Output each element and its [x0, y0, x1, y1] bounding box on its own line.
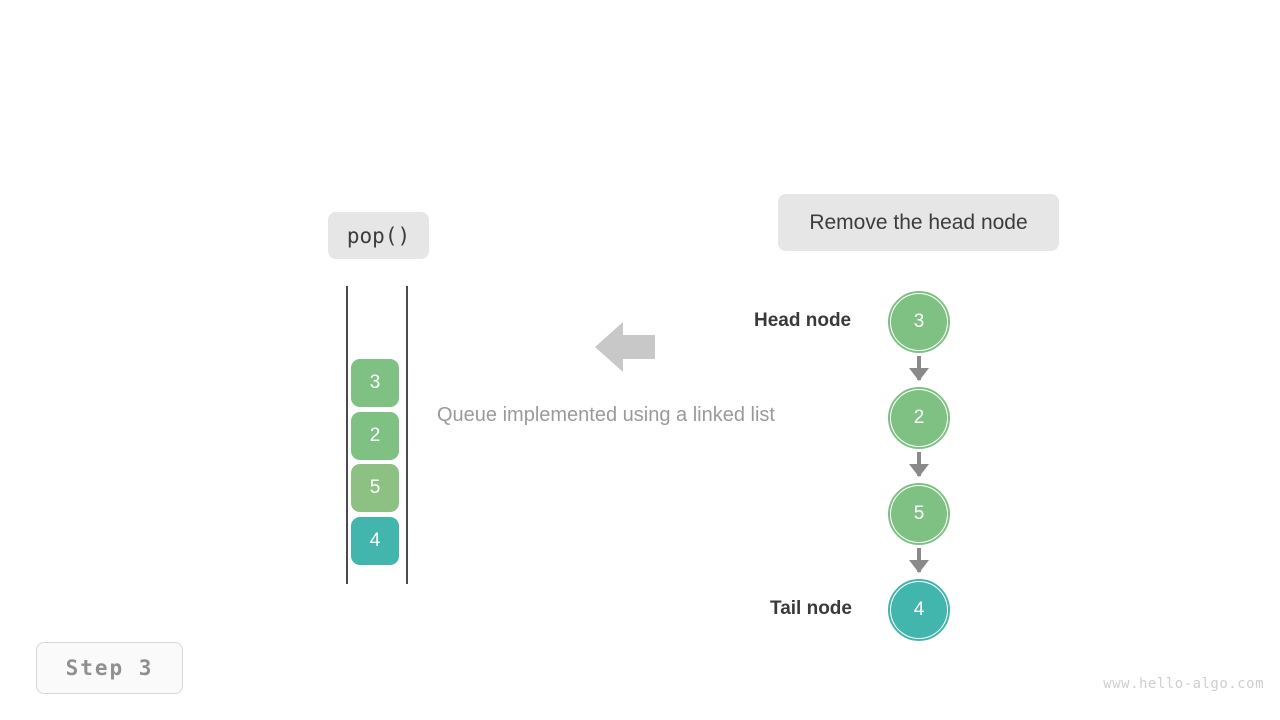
arrow-left-icon: [595, 320, 655, 374]
queue-cell: 3: [351, 359, 399, 407]
linked-list-node-ring: [888, 387, 950, 449]
arrow-down-icon: [909, 464, 929, 477]
linked-list-node-ring: [888, 483, 950, 545]
linked-list-node-value: 4: [913, 599, 925, 620]
head-node-label: Head node: [754, 310, 852, 331]
linked-list-node: 2: [891, 390, 947, 446]
linked-list-node-value: 2: [913, 407, 925, 428]
queue-cell: 5: [351, 464, 399, 512]
linked-list-node: 5: [891, 486, 947, 542]
queue-cell-value: 5: [369, 477, 381, 498]
linked-list-node-value: 5: [913, 503, 925, 524]
operation-pill: pop(): [328, 212, 429, 259]
tail-node-label: Tail node: [770, 598, 852, 619]
queue-cell-value: 2: [369, 425, 381, 446]
watermark: www.hello-algo.com: [1103, 676, 1264, 692]
arrow-down-icon: [909, 368, 929, 381]
queue-cell: 4: [351, 517, 399, 565]
figure-caption: Queue implemented using a linked list: [437, 404, 775, 426]
queue-cell-value: 4: [369, 530, 381, 551]
queue-rail-left: [346, 286, 348, 584]
linked-list-node-ring: [888, 291, 950, 353]
step-badge: Step 3: [36, 642, 183, 694]
linked-list-node: 4: [891, 582, 947, 638]
queue-cell-value: 3: [369, 372, 381, 393]
linked-list-node: 3: [891, 294, 947, 350]
linked-list-node-value: 3: [913, 311, 925, 332]
linked-list-node-ring: [888, 579, 950, 641]
arrow-down-icon: [909, 560, 929, 573]
queue-cell: 2: [351, 412, 399, 460]
action-description-pill: Remove the head node: [778, 194, 1059, 251]
queue-rail-right: [406, 286, 408, 584]
